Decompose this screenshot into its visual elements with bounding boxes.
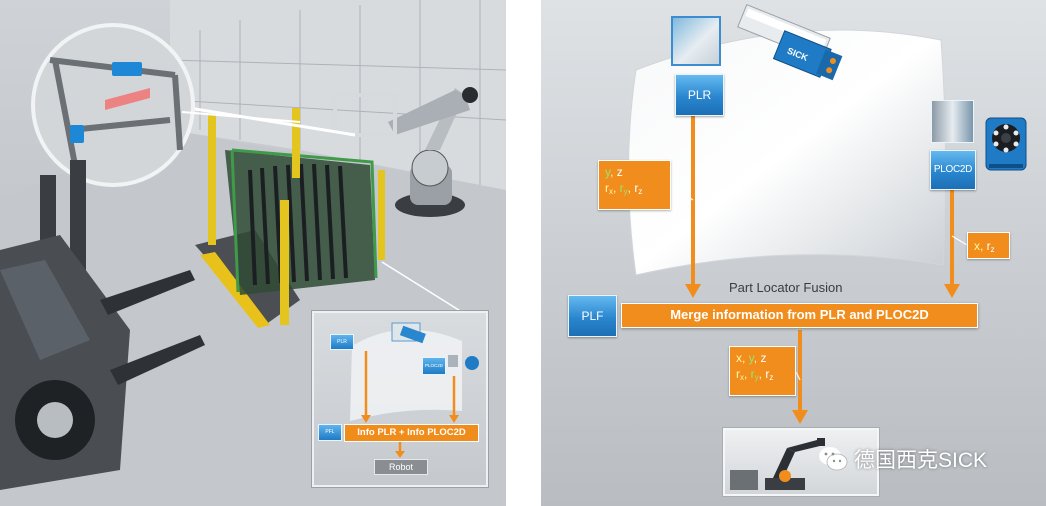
merged-output-line-1: x, y, z [736, 350, 789, 366]
mini-diagram-inset: PLR PLOC2D PFL Info PLR + Info PLOC2D Ro… [311, 310, 489, 488]
scene-illustration-panel: PLR PLOC2D PFL Info PLR + Info PLOC2D Ro… [0, 0, 506, 506]
sheet-metal-part [628, 29, 947, 276]
coordinate-token: y [748, 351, 754, 365]
coordinate-token: , [744, 367, 751, 381]
coordinate-token: , [742, 351, 749, 365]
coordinate-token: , [758, 367, 766, 381]
coordinate-token: rz [634, 181, 643, 196]
plr-output-coordinates: y, z rx, ry, rz [598, 160, 671, 210]
inset-leader [381, 261, 463, 313]
coordinate-token: , [613, 181, 620, 195]
mini-part-surface [350, 329, 462, 421]
industrial-robot [333, 87, 478, 217]
forklift [0, 160, 205, 490]
coordinate-token: rx [605, 181, 613, 196]
coordinate-token: , [980, 239, 987, 253]
yellow-post-2 [292, 108, 300, 178]
plf-box: PLF [568, 295, 617, 337]
magnified-sensor [112, 62, 142, 76]
coordinate-token: x [974, 239, 980, 253]
mini-ploc2d-camera [465, 356, 479, 370]
leader-plr-output [670, 185, 694, 201]
merged-output-line-2: rx, ry, rz [736, 366, 789, 386]
ploc2d-box: PLOC2D [930, 150, 976, 190]
plr-scan-image [671, 16, 721, 66]
hazard-stripe [200, 252, 270, 328]
arrow-merge-down [792, 330, 808, 424]
coordinate-token: y [605, 165, 611, 179]
yellow-post-4 [378, 170, 385, 260]
robot-image-tile [723, 428, 879, 496]
mini-plr-housing [399, 325, 426, 344]
coordinate-token: z [760, 351, 767, 365]
plr-box: PLR [675, 74, 724, 116]
watermark: 德国西克SICK [818, 444, 987, 474]
mini-diagram-drawing [350, 322, 479, 458]
mini-merge-bar: Info PLR + Info PLOC2D [344, 424, 479, 442]
arrow-ploc2d-down [944, 190, 960, 298]
merge-information-bar: Merge information from PLR and PLOC2D [621, 303, 978, 328]
plr-output-line-2: rx, ry, rz [605, 180, 664, 200]
magnified-laser [105, 88, 150, 110]
leader-ploc2d-output [951, 235, 968, 246]
coordinate-token: rx [736, 367, 744, 382]
robot-thumbnail [730, 438, 825, 490]
ploc2d-output-coordinates: x, rz [967, 232, 1010, 259]
magnified-sensor-2 [70, 125, 84, 143]
coordinate-token: , [610, 165, 617, 179]
coordinate-token: ry [750, 367, 759, 382]
coordinate-token: rz [986, 239, 995, 254]
fusion-title: Part Locator Fusion [729, 280, 843, 295]
coordinate-token: ry [619, 181, 628, 196]
coordinate-token: , [627, 181, 635, 195]
watermark-text: 德国西克SICK [854, 449, 988, 472]
yellow-post-3 [280, 200, 289, 325]
plr-sensor-device: SICK [737, 3, 843, 81]
ploc2d-scan-image [931, 100, 974, 143]
coordinate-token: x [736, 351, 742, 365]
mini-ploc2d-box: PLOC2D [422, 357, 446, 375]
mini-ploc2d-image [448, 355, 458, 367]
fusion-diagram-panel: SICK PLR PLOC2D PLF y, z rx, ry, rz x, r… [541, 0, 1046, 506]
coordinate-token: , [753, 351, 761, 365]
leader-merged-output [795, 371, 801, 381]
wechat-icon [819, 447, 848, 471]
merged-output-coordinates: x, y, z rx, ry, rz [729, 346, 796, 396]
mini-robot-box: Robot [374, 459, 428, 475]
ploc2d-camera-device [985, 117, 1027, 171]
yellow-post-1 [208, 115, 216, 245]
mini-plr-box: PLR [330, 334, 354, 350]
ploc2d-output-line-1: x, rz [974, 236, 1003, 260]
rack-rails [230, 148, 378, 293]
plr-output-line-1: y, z [605, 164, 664, 180]
arrow-plr-down [685, 116, 701, 298]
coordinate-token: rz [765, 367, 774, 382]
mini-plf-box: PFL [318, 424, 342, 441]
rack-parts [248, 163, 348, 286]
magnifier-leader [181, 111, 301, 123]
coordinate-token: z [616, 165, 623, 179]
